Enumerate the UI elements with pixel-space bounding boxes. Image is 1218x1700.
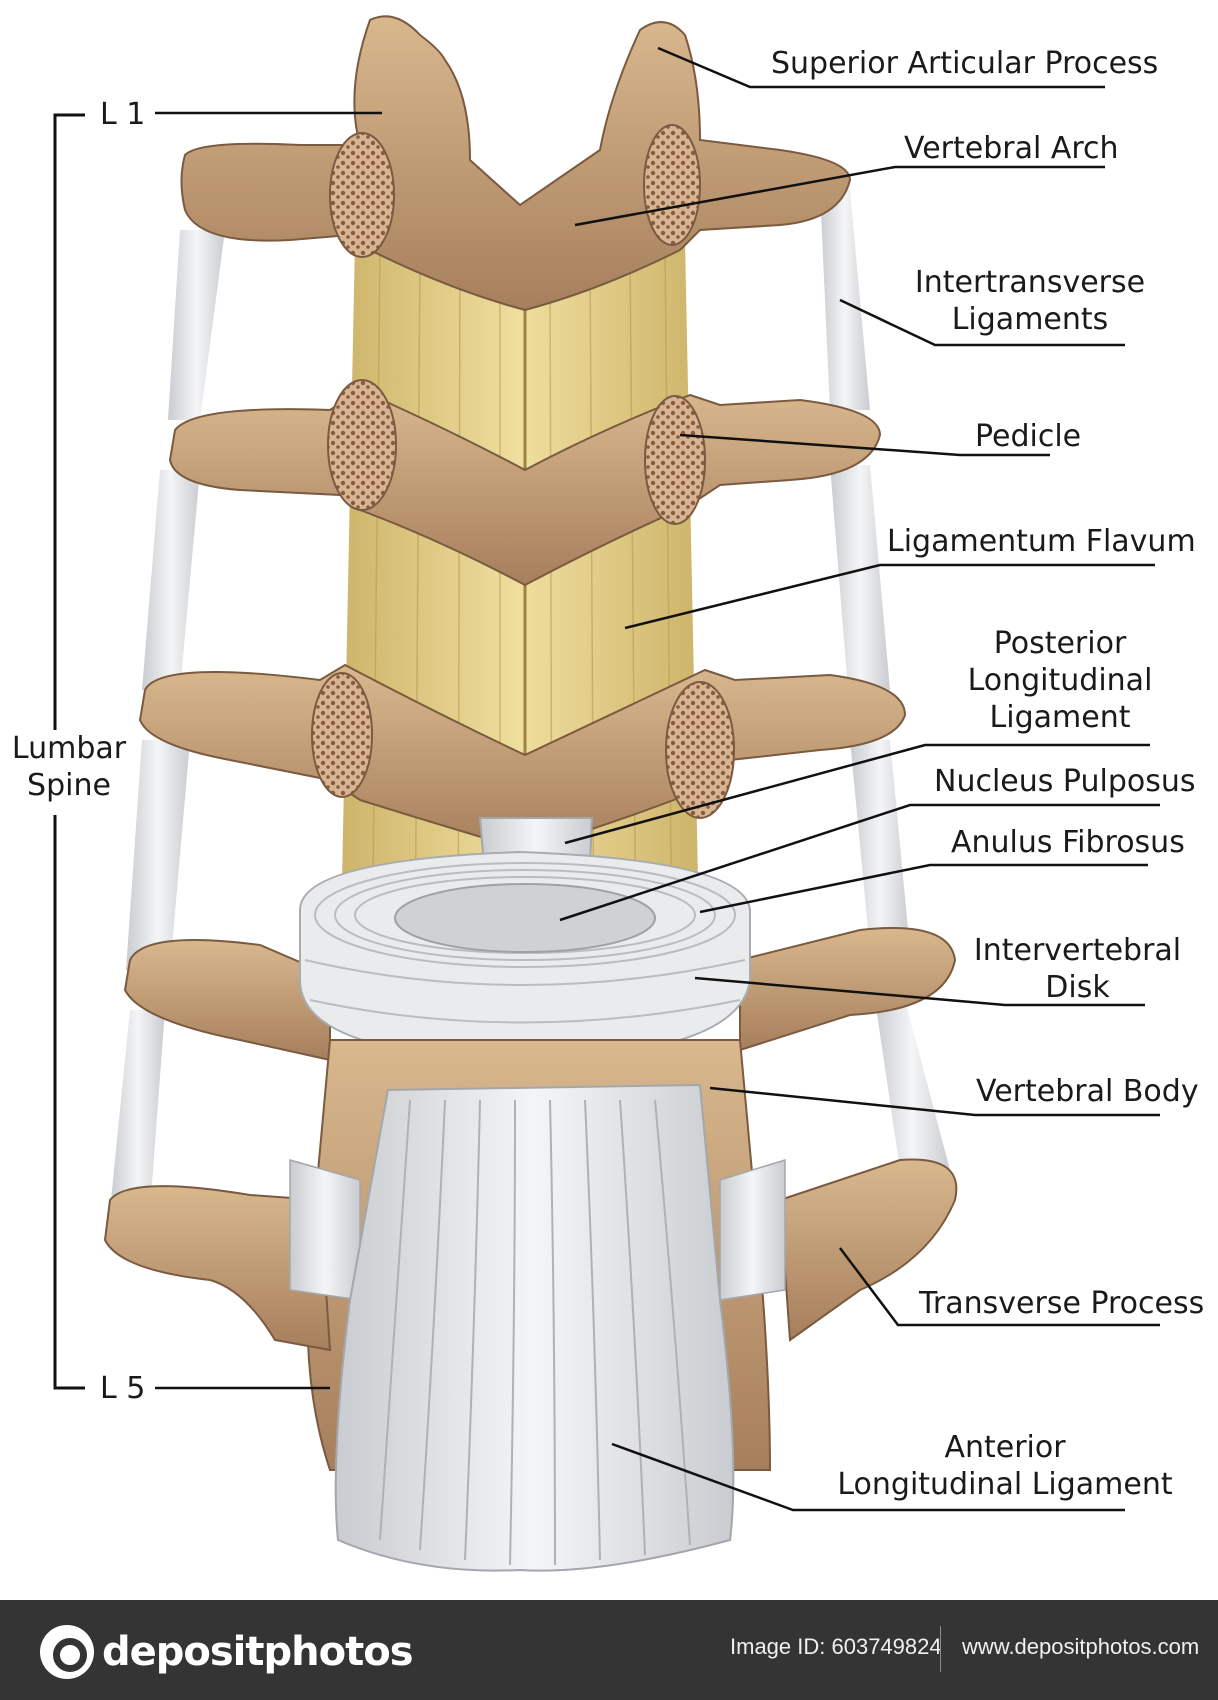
leader-intervertebral-disk (694, 976, 1145, 1007)
leader-pedicle (679, 433, 1050, 457)
label-anterior-longitudinal-ligament: Anterior Longitudinal Ligament (837, 1430, 1173, 1502)
leader-transverse-process (839, 1247, 1160, 1327)
image-id: Image ID: 603749824 (730, 1634, 942, 1659)
label-superior-articular-process: Superior Articular Process (771, 46, 1159, 81)
label-transverse-process: Transverse Process (919, 1286, 1205, 1321)
label-l5: L 5 (100, 1371, 146, 1406)
intertransverse-ligaments (110, 190, 950, 1210)
label-vertebral-body: Vertebral Body (976, 1074, 1199, 1109)
footer-divider (940, 1626, 941, 1672)
label-anulus-fibrosus: Anulus Fibrosus (951, 825, 1185, 860)
label-posterior-longitudinal-ligament: Posterior Longitudinal Ligament (967, 626, 1153, 735)
label-vertebral-arch: Vertebral Arch (904, 131, 1119, 166)
vertebra-l3 (138, 663, 907, 852)
website-link[interactable]: www.depositphotos.com (962, 1634, 1200, 1659)
lumbar-spine-bracket (53, 113, 85, 1390)
leader-lines (155, 46, 1160, 1512)
vertebra-l1 (180, 15, 852, 312)
label-intertransverse-ligaments: Intertransverse Ligaments (914, 265, 1146, 337)
leader-vertebral-arch (574, 165, 1105, 227)
nucleus-pulposus (394, 883, 656, 953)
brand-name: depositphotos (102, 1629, 414, 1675)
leader-posterior-longitudinal-ligament (564, 743, 1150, 845)
depositphotos-logo-icon (40, 1625, 94, 1679)
intervertebral-disk (299, 850, 751, 1062)
leader-anterior-longitudinal-ligament (611, 1442, 1125, 1512)
label-l1: L 1 (100, 97, 146, 132)
footer-bar: depositphotos Image ID: 603749824 www.de… (0, 1600, 1218, 1700)
leader-nucleus-pulposus (559, 803, 1160, 922)
label-lumbar-spine: Lumbar Spine (11, 731, 127, 803)
label-pedicle: Pedicle (975, 419, 1082, 454)
label-ligamentum-flavum: Ligamentum Flavum (887, 524, 1196, 559)
brand-logo[interactable]: depositphotos (40, 1624, 414, 1680)
leader-vertebral-body (709, 1086, 1160, 1117)
label-intervertebral-disk: Intervertebral Disk (973, 933, 1182, 1005)
leader-ligamentum-flavum (624, 563, 1155, 630)
anterior-longitudinal-ligament (334, 1083, 735, 1572)
leader-superior-articular-process (657, 46, 1105, 89)
leader-intertransverse-ligaments (839, 298, 1125, 347)
leader-anulus-fibrosus (699, 863, 1148, 914)
label-nucleus-pulposus: Nucleus Pulposus (934, 764, 1196, 799)
vertebra-l2 (168, 379, 882, 587)
